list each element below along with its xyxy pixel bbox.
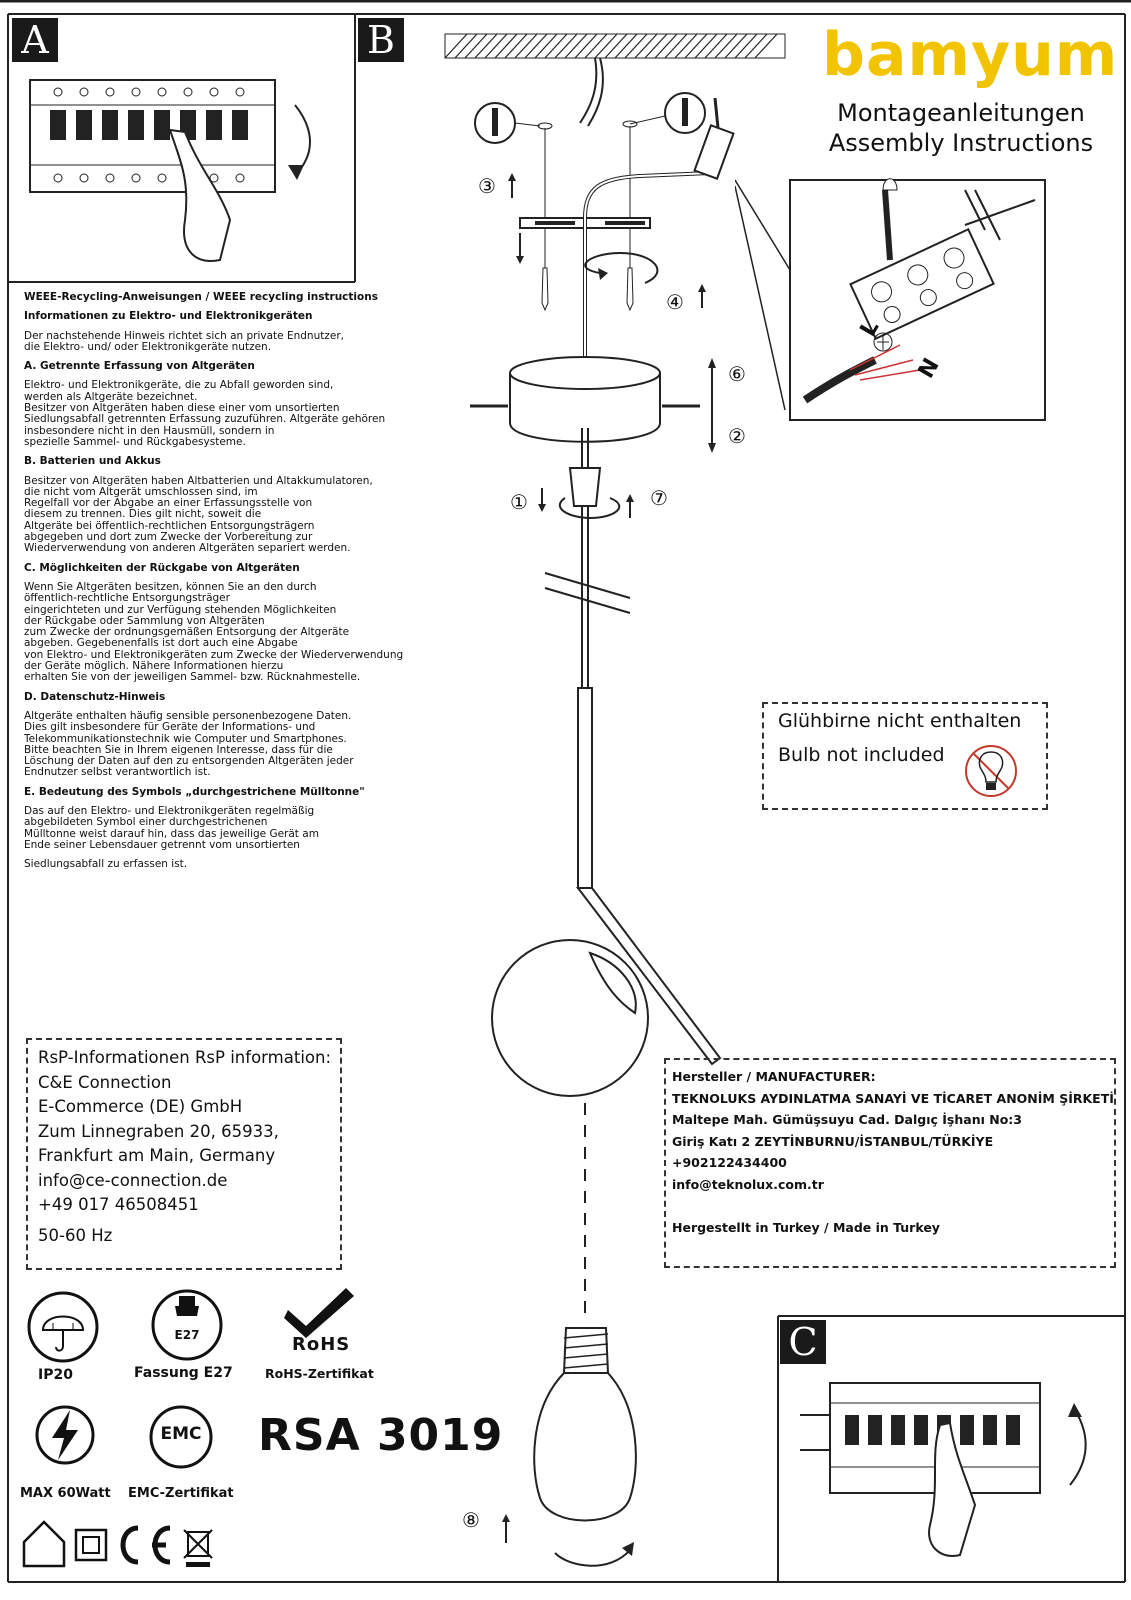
rsp-line-email: info@ce-connection.de xyxy=(38,1170,228,1190)
crossed-bin-icon xyxy=(183,1529,213,1567)
rsp-line-street: Zum Linnegraben 20, 65933, xyxy=(38,1121,279,1141)
weee-section: WEEE-Recycling-Anweisungen / WEEE recycl… xyxy=(24,291,444,878)
title-en: Assembly Instructions xyxy=(828,129,1094,157)
wiring-detail-illustration xyxy=(735,178,1046,421)
indoor-use-icon xyxy=(22,1520,66,1568)
emc-logo-text: EMC xyxy=(160,1424,202,1444)
breaker-off-illustration xyxy=(29,79,311,262)
manufacturer-phone: +902122434400 xyxy=(672,1155,787,1170)
socket-e27-icon-text: E27 xyxy=(174,1328,200,1342)
rohs-logo-text: RoHS xyxy=(292,1334,351,1355)
rsp-line-company2: E-Commerce (DE) GmbH xyxy=(38,1097,243,1116)
class-ii-icon xyxy=(74,1528,108,1562)
no-bulb-icon xyxy=(965,745,1017,797)
bulb-notice-de: Glühbirne nicht enthalten xyxy=(778,710,1022,732)
emc-label: EMC-Zertifikat xyxy=(128,1486,234,1501)
weee-section-c-body: Wenn Sie Altgeräten besitzen, können Sie… xyxy=(24,580,404,684)
umbrella-ip20-icon xyxy=(27,1291,99,1363)
step-8-label: ⑧ xyxy=(462,1508,480,1532)
manufacturer-address-2: Giriş Katı 2 ZEYTİNBURNU/İSTANBUL/TÜRKİY… xyxy=(672,1133,994,1149)
compliance-symbols xyxy=(22,1520,213,1568)
weee-section-a-body: Elektro- und Elektronikgeräte, die zu Ab… xyxy=(24,379,386,448)
step-3-label: ③ xyxy=(478,174,496,198)
lightning-power-icon xyxy=(35,1405,95,1465)
weee-section-e-heading: E. Bedeutung des Symbols „durchgestriche… xyxy=(24,785,365,798)
breaker-on-illustration xyxy=(800,1382,1087,1557)
manufacturer-origin: Hergestellt in Turkey / Made in Turkey xyxy=(672,1219,940,1235)
weee-title: WEEE-Recycling-Anweisungen / WEEE recycl… xyxy=(24,291,378,303)
rsp-line-company: C&E Connection xyxy=(38,1072,172,1092)
weee-section-a-heading: A. Getrennte Erfassung von Altgeräten xyxy=(24,360,255,373)
bulb-notice-en: Bulb not included xyxy=(778,744,945,766)
manufacturer-email: info@teknolux.com.tr xyxy=(672,1176,824,1192)
rohs-check-icon xyxy=(284,1288,354,1338)
weee-closing: Siedlungsabfall zu erfassen ist. xyxy=(24,858,188,871)
weee-section-e-body: Das auf den Elektro- und Elektronikgerät… xyxy=(24,804,319,851)
weee-subtitle: Informationen zu Elektro- und Elektronik… xyxy=(24,310,313,323)
weee-intro: Der nachstehende Hinweis richtet sich an… xyxy=(24,329,344,353)
panel-label-a: A xyxy=(12,18,58,62)
weee-section-b-heading: B. Batterien und Akkus xyxy=(24,455,161,468)
power-label: MAX 60Watt xyxy=(20,1486,111,1501)
socket-e27-icon xyxy=(151,1289,223,1361)
rsp-line-city: Frankfurt am Main, Germany xyxy=(38,1146,276,1165)
emc-icon xyxy=(149,1405,213,1469)
manufacturer-title: Hersteller / MANUFACTURER: xyxy=(672,1069,876,1084)
rsp-line-frequency: 50-60 Hz xyxy=(38,1225,113,1245)
ce-mark-icon xyxy=(120,1525,171,1565)
ip20-label: IP20 xyxy=(38,1367,73,1383)
rsp-line-title: RsP-Informationen RsP information: xyxy=(38,1048,332,1067)
weee-section-c-heading: C. Möglichkeiten der Rückgabe von Altger… xyxy=(24,561,300,574)
brand-logo: bamyum xyxy=(822,20,1119,90)
weee-section-b-body: Besitzer von Altgeräten haben Altbatteri… xyxy=(24,474,373,555)
step-4-label: ④ xyxy=(666,290,684,314)
step-7-label: ⑦ xyxy=(650,486,668,510)
step-2-label: ② xyxy=(728,424,746,448)
weee-section-d-body: Altgeräte enthalten häufig sensible pers… xyxy=(24,709,354,779)
manufacturer-name: TEKNOLUKS AYDINLATMA SANAYİ VE TİCARET A… xyxy=(672,1090,1114,1106)
bulb-notice-box: Glühbirne nicht enthalten Bulb not inclu… xyxy=(762,702,1048,810)
weee-section-d-heading: D. Datenschutz-Hinweis xyxy=(24,690,166,703)
rohs-label: RoHS-Zertifikat xyxy=(265,1366,374,1381)
manufacturer-address-1: Maltepe Mah. Gümüşsuyu Cad. Dalgıç İşhan… xyxy=(672,1112,1022,1127)
manufacturer-box: Hersteller / MANUFACTURER: TEKNOLUKS AYD… xyxy=(664,1058,1116,1268)
step-1-label: ① xyxy=(510,490,528,514)
step-6-label: ⑥ xyxy=(728,362,746,386)
title-de: Montageanleitungen xyxy=(837,99,1085,127)
model-number: RSA 3019 xyxy=(258,1410,504,1461)
panel-label-c: C xyxy=(780,1320,826,1364)
panel-label-b: B xyxy=(358,18,404,62)
rsp-line-phone: +49 017 46508451 xyxy=(38,1195,199,1214)
manufacturer-spacer xyxy=(672,1195,1114,1217)
rsp-info-box: RsP-Informationen RsP information: C&E C… xyxy=(26,1038,342,1270)
socket-label: Fassung E27 xyxy=(134,1365,233,1381)
